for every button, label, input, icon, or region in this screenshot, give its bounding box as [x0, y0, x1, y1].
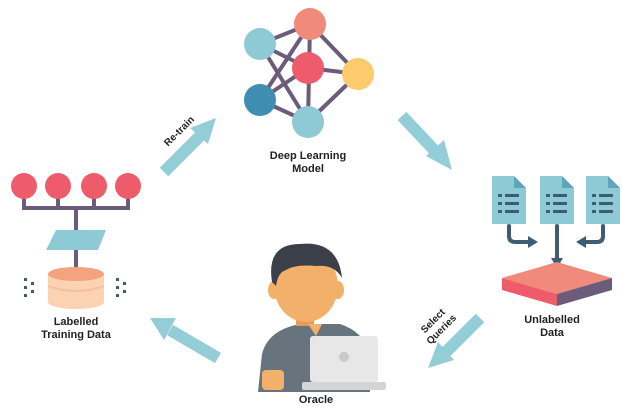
- label-oracle-line1: Oracle: [298, 394, 334, 406]
- document-flow-arrows: [507, 224, 605, 268]
- document-icon-middle: [540, 176, 574, 224]
- label-unlabelled-line1: Unlabelled: [524, 314, 580, 326]
- label-unlabelled-line2: Data: [540, 327, 564, 339]
- laptop-icon: [302, 336, 386, 390]
- label-deep-learning-model: Deep Learning Model: [244, 150, 372, 176]
- network-node-light-blue-bottom: [292, 106, 324, 138]
- network-node-yellow: [342, 58, 374, 90]
- network-node-coral: [294, 8, 326, 40]
- label-labelled-line2: Training Data: [41, 329, 111, 341]
- label-unlabelled-data: Unlabelled Data: [500, 314, 604, 340]
- label-model-line1: Deep Learning: [269, 150, 347, 162]
- label-oracle: Oracle: [276, 394, 356, 407]
- arrow-unlabelled-to-oracle: [428, 313, 485, 368]
- data-box-icon: [502, 262, 612, 306]
- arrow-model-to-unlabelled: [397, 111, 452, 170]
- network-node-teal: [244, 84, 276, 116]
- document-icon-right: [586, 176, 620, 224]
- network-node-red: [292, 52, 324, 84]
- label-labelled-training-data: Labelled Training Data: [16, 316, 136, 342]
- document-icon-left: [492, 176, 526, 224]
- database-cylinder-icon: [47, 267, 105, 309]
- dots-left-icon: [24, 278, 34, 297]
- label-model-line2: Model: [292, 163, 324, 175]
- network-node-light-blue: [244, 28, 276, 60]
- label-tree-icon: [11, 173, 141, 268]
- dots-right-icon: [116, 278, 126, 297]
- arrow-labelled-to-model: [159, 118, 216, 177]
- arrow-oracle-to-labelled: [150, 318, 222, 364]
- label-labelled-line1: Labelled: [53, 316, 99, 328]
